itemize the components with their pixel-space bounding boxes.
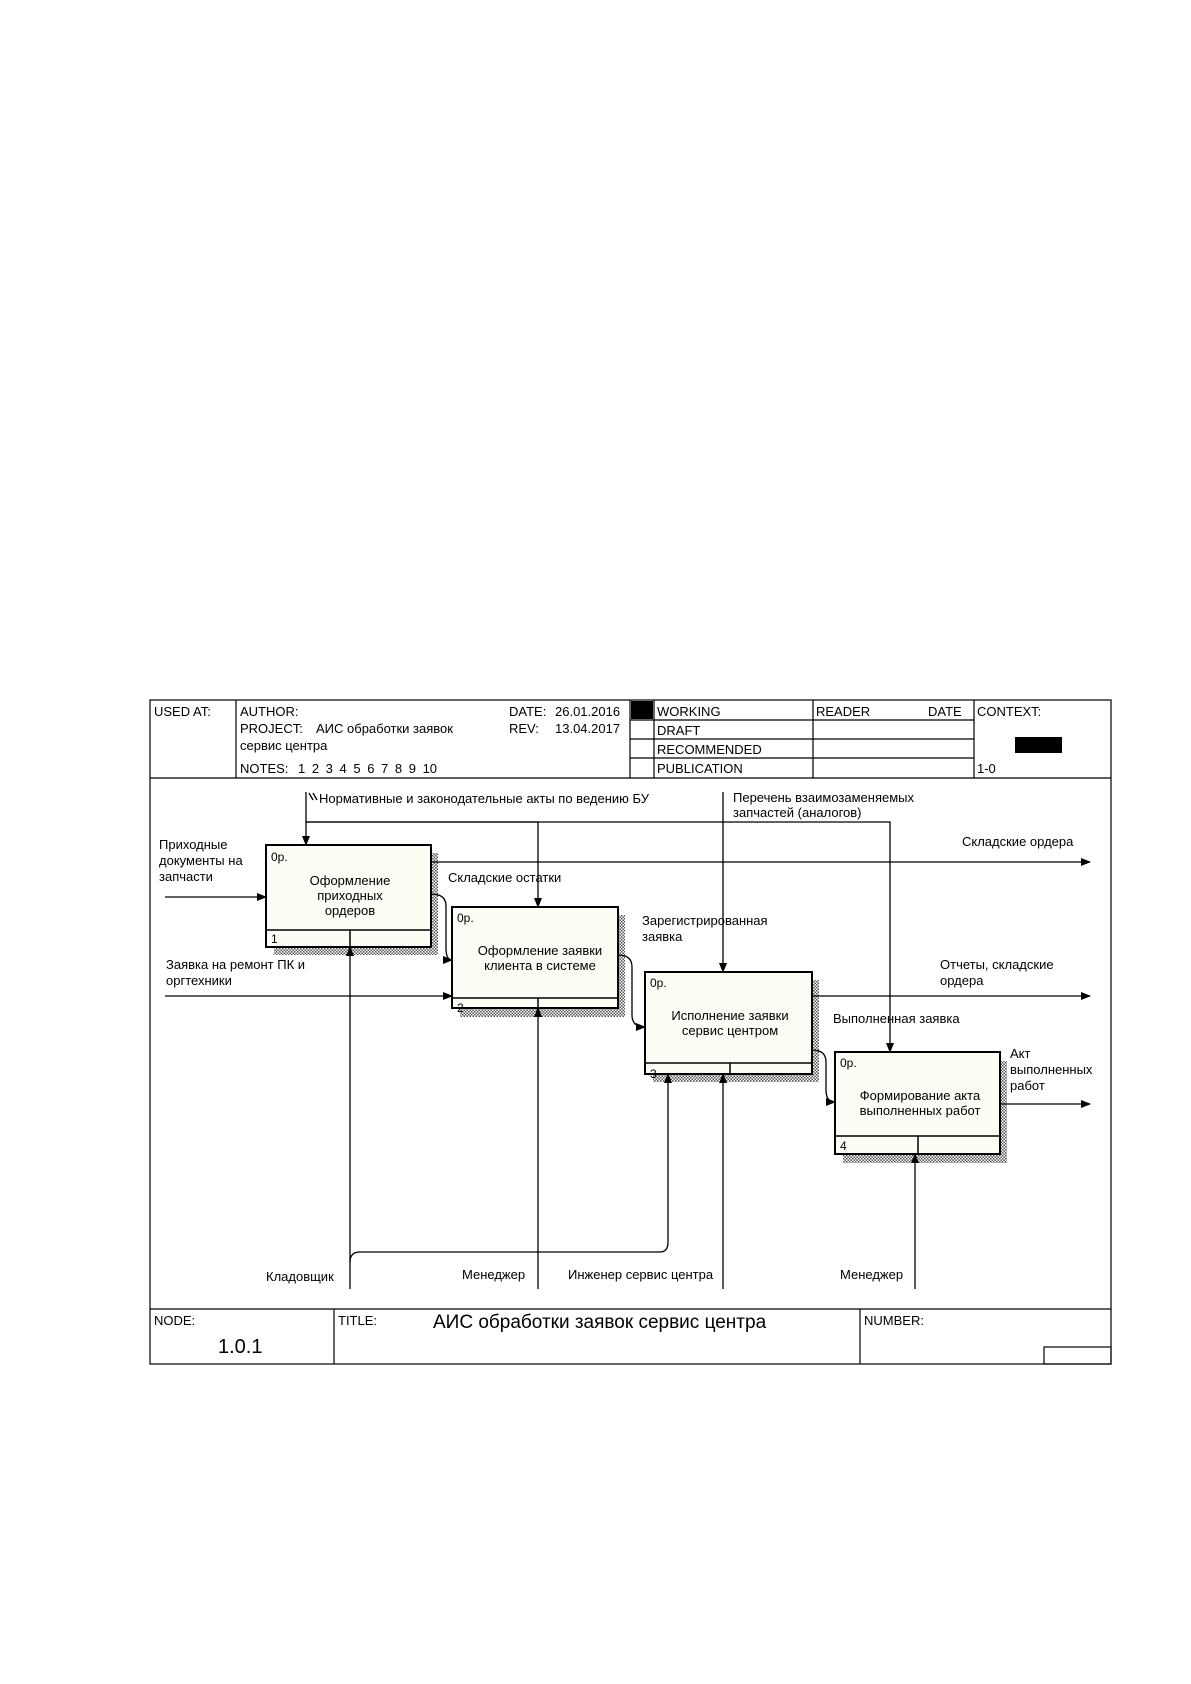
box-4-number: 4: [840, 1139, 847, 1153]
box-4-label-line1: Формирование акта: [860, 1088, 981, 1103]
activity-box-4[interactable]: 0р. 4 Формирование акта выполненных рабо…: [834, 1051, 1007, 1163]
label-control-normative: Нормативные и законодательные акты по ве…: [319, 791, 650, 806]
label-input-docs-2: документы на: [159, 853, 243, 868]
label-output-act-2: выполненных: [1010, 1062, 1093, 1077]
status-working: WORKING: [657, 704, 721, 719]
box-1-number: 1: [271, 932, 278, 946]
box-2-number: 2: [457, 1001, 464, 1015]
project-name-line1: АИС обработки заявок: [316, 721, 453, 736]
label-output-orders: Складские ордера: [962, 834, 1074, 849]
label-mech-engineer: Инженер сервис центра: [568, 1267, 714, 1282]
diagram-title: АИС обработки заявок сервис центра: [433, 1312, 767, 1333]
box-4-cost: 0р.: [840, 1056, 857, 1070]
status-recommended: RECOMMENDED: [657, 742, 762, 757]
reader-date-label: DATE: [928, 704, 962, 719]
box-3-label-line1: Исполнение заявки: [671, 1008, 788, 1023]
label-completed-request: Выполненная заявка: [833, 1011, 960, 1026]
arrow-control-normative: [302, 792, 894, 1053]
reader-label: READER: [816, 704, 870, 719]
status-publication: PUBLICATION: [657, 761, 743, 776]
rev-label: REV:: [509, 721, 539, 736]
box-2-label-line1: Оформление заявки: [478, 943, 602, 958]
project-name-line2: сервис центра: [240, 738, 328, 753]
context-node: 1-0: [977, 761, 996, 776]
used-at-label: USED AT:: [154, 704, 211, 719]
node-label: NODE:: [154, 1313, 195, 1328]
notes-numbers: 1 2 3 4 5 6 7 8 9 10: [298, 761, 437, 776]
label-stock-balance: Складские остатки: [448, 870, 561, 885]
title-label: TITLE:: [338, 1313, 377, 1328]
node-value: 1.0.1: [218, 1336, 262, 1358]
box-2-label-line2: клиента в системе: [484, 958, 596, 973]
box-3-label-line2: сервис центром: [682, 1023, 778, 1038]
project-label: PROJECT:: [240, 721, 303, 736]
date-label: DATE:: [509, 704, 546, 719]
label-input-request-1: Заявка на ремонт ПК и: [166, 957, 305, 972]
box-1-label-line2: приходных: [317, 888, 383, 903]
label-mech-manager-2: Менеджер: [840, 1267, 903, 1282]
label-registered-2: заявка: [642, 929, 683, 944]
arrow-stock-balance: [430, 893, 453, 964]
author-label: AUTHOR:: [240, 704, 299, 719]
header-block: USED AT: AUTHOR: PROJECT: АИС обработки …: [154, 700, 1062, 778]
rev-value: 13.04.2017: [555, 721, 620, 736]
activity-box-3[interactable]: 0р. 3 Исполнение заявки сервис центром: [644, 971, 819, 1082]
number-label: NUMBER:: [864, 1313, 924, 1328]
footer-block: NODE: 1.0.1 TITLE: АИС обработки заявок …: [154, 1309, 1112, 1365]
context-label: CONTEXT:: [977, 704, 1041, 719]
arrow-mech-storekeeper: [346, 946, 672, 1289]
status-draft: DRAFT: [657, 723, 700, 738]
label-input-request-2: оргтехники: [166, 973, 232, 988]
box-1-label-line3: ордеров: [325, 903, 375, 918]
box-3-cost: 0р.: [650, 976, 667, 990]
box-2-cost: 0р.: [457, 911, 474, 925]
label-mech-manager-1: Менеджер: [462, 1267, 525, 1282]
label-output-reports-2: ордера: [940, 973, 984, 988]
context-thumbnail: [1015, 737, 1062, 753]
working-status-marker: [631, 701, 653, 719]
label-input-docs-3: запчасти: [159, 869, 213, 884]
box-4-label-line2: выполненных работ: [860, 1103, 981, 1118]
arrow-registered-request: [617, 954, 646, 1031]
box-1-label-line1: Оформление: [310, 873, 391, 888]
box-3-number: 3: [650, 1067, 657, 1081]
label-output-reports-1: Отчеты, складские: [940, 957, 1054, 972]
label-control-parts-2: запчастей (аналогов): [733, 805, 862, 820]
label-input-docs-1: Приходные: [159, 837, 227, 852]
label-output-act-3: работ: [1010, 1078, 1045, 1093]
label-output-act-1: Акт: [1010, 1046, 1031, 1061]
activity-box-2[interactable]: 0р. 2 Оформление заявки клиента в систем…: [451, 906, 625, 1017]
activity-box-1[interactable]: 0р. 1 Оформление приходных ордеров: [265, 844, 438, 955]
label-control-parts-1: Перечень взаимозаменяемых: [733, 790, 914, 805]
date-value: 26.01.2016: [555, 704, 620, 719]
label-mech-storekeeper: Кладовщик: [266, 1269, 334, 1284]
label-registered-1: Зарегистрированная: [642, 913, 768, 928]
box-1-cost: 0р.: [271, 850, 288, 864]
notes-label: NOTES:: [240, 761, 288, 776]
arrow-completed-request: [811, 1049, 836, 1106]
